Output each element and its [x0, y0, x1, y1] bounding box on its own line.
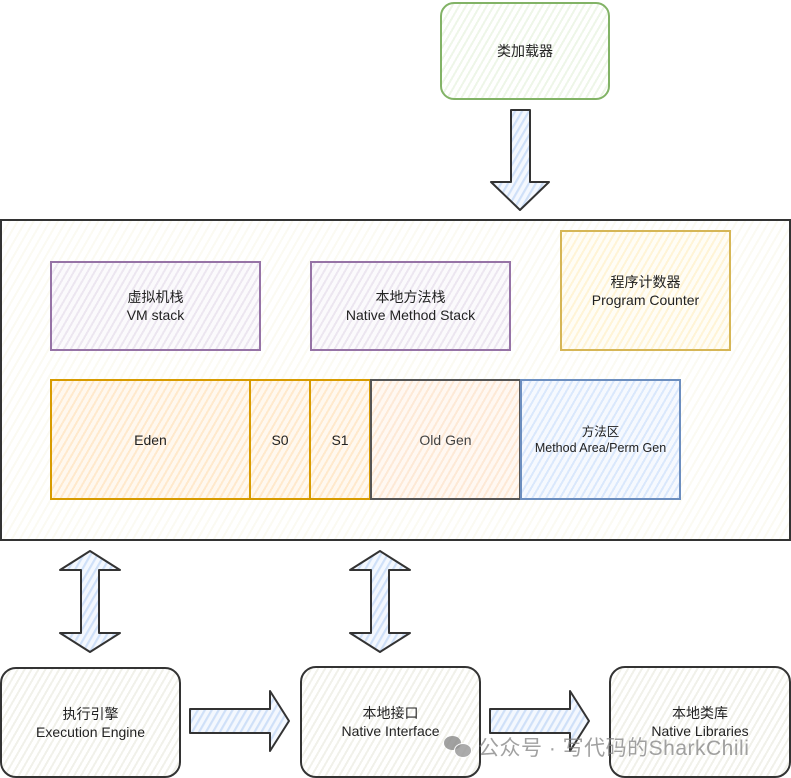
- program-counter-box: 程序计数器 Program Counter: [560, 230, 731, 351]
- wechat-icon: [444, 736, 472, 758]
- heap-eden-box: Eden: [50, 379, 251, 500]
- class-loader-box: 类加载器: [440, 2, 610, 100]
- heap-old-gen-label: Old Gen: [419, 431, 472, 448]
- execution-engine-en: Execution Engine: [36, 723, 145, 740]
- native-libraries-cn: 本地类库: [672, 705, 728, 721]
- right-arrow-icon: [189, 690, 290, 752]
- execution-engine-box: 执行引擎 Execution Engine: [0, 667, 181, 778]
- watermark-text: 公众号 · 写代码的SharkChili: [478, 737, 750, 760]
- program-counter-en: Program Counter: [591, 291, 700, 308]
- vm-stack-box: 虚拟机栈 VM stack: [50, 261, 261, 351]
- method-area-en: Method Area/Perm Gen: [534, 440, 667, 455]
- native-interface-en: Native Interface: [341, 723, 440, 739]
- heap-s0-box: S0: [249, 379, 311, 500]
- native-libraries-box: 本地类库 Native Libraries: [609, 666, 791, 778]
- method-area-cn: 方法区: [581, 424, 620, 439]
- heap-eden-label: Eden: [134, 431, 167, 448]
- native-method-stack-box: 本地方法栈 Native Method Stack: [310, 261, 511, 351]
- right-arrow-icon: [489, 690, 590, 752]
- watermark: 公众号 · 写代码的SharkChili: [444, 732, 749, 762]
- heap-s0-label: S0: [271, 431, 289, 448]
- native-interface-cn: 本地接口: [362, 705, 419, 721]
- class-loader-label: 类加载器: [497, 43, 553, 59]
- method-area-box: 方法区 Method Area/Perm Gen: [520, 379, 681, 500]
- heap-s1-label: S1: [331, 431, 349, 448]
- heap-s1-box: S1: [309, 379, 371, 500]
- vm-stack-en: VM stack: [126, 307, 185, 323]
- native-method-stack-cn: 本地方法栈: [375, 289, 446, 305]
- vm-stack-cn: 虚拟机栈: [127, 289, 184, 305]
- native-method-stack-en: Native Method Stack: [345, 307, 476, 323]
- bidirectional-arrow-icon: [349, 550, 411, 653]
- native-libraries-en: Native Libraries: [651, 723, 749, 739]
- bidirectional-arrow-icon: [59, 550, 121, 653]
- heap-old-gen-box: Old Gen: [370, 379, 521, 500]
- native-interface-box: 本地接口 Native Interface: [300, 666, 481, 778]
- program-counter-cn: 程序计数器: [610, 273, 681, 290]
- down-arrow-icon: [490, 109, 550, 211]
- execution-engine-cn: 执行引擎: [62, 705, 119, 722]
